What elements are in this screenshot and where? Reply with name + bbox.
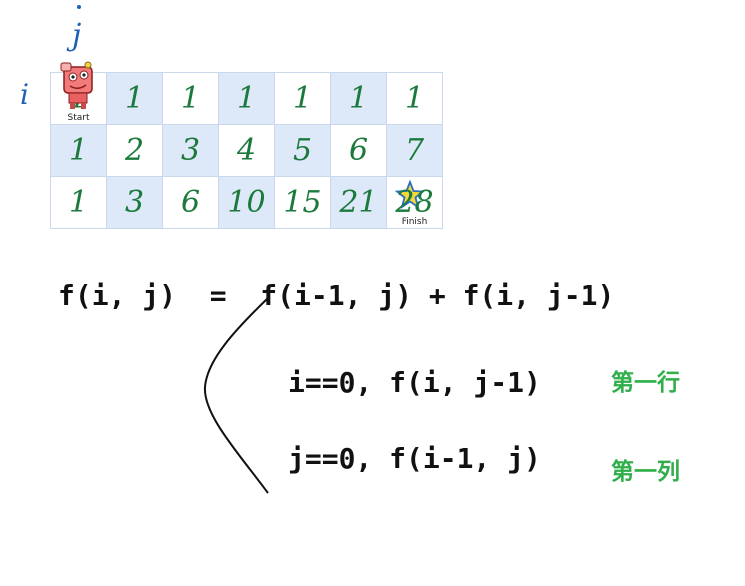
grid-cell-2-4: 15 (275, 177, 331, 229)
case-brace (203, 297, 269, 494)
grid-cell-2-0: 1 (51, 177, 107, 229)
cell-value: 2 (124, 133, 145, 168)
first-row-note: 第一行 (611, 370, 680, 396)
grid-cell-0-5: 1 (331, 73, 387, 125)
cell-value: 1 (124, 81, 145, 116)
i-axis-label: i (20, 78, 29, 111)
grid-cell-2-5: 21 (331, 177, 387, 229)
grid-cell-0-4: 1 (275, 73, 331, 125)
cell-value: 7 (404, 133, 425, 168)
first-col-rule: j==0, f(i-1, j) (288, 442, 541, 475)
cell-value: 1 (68, 133, 89, 168)
grid-cell-1-2: 3 (163, 125, 219, 177)
first-col-note: 第一列 (611, 459, 680, 485)
grid-cell-0-3: 1 (219, 73, 275, 125)
cell-value: 1 (236, 81, 257, 116)
grid-cell-0-2: 1 (163, 73, 219, 125)
grid-cell-2-1: 3 (107, 177, 163, 229)
grid-cell-0-0: 1 Start (51, 61, 107, 125)
cell-value: 1 (404, 81, 425, 116)
start-label: Start (67, 113, 90, 123)
cell-value: 5 (292, 133, 313, 168)
cell-value: 3 (124, 185, 145, 220)
grid-cell-2-2: 6 (163, 177, 219, 229)
cell-value: 28 (395, 185, 434, 220)
cell-value: 1 (68, 185, 89, 220)
cell-value: 21 (339, 185, 378, 220)
grid-cell-1-6: 7 (387, 125, 443, 177)
cell-value: 1 (180, 81, 201, 116)
cell-value: 6 (180, 185, 201, 220)
grid-cell-1-1: 2 (107, 125, 163, 177)
grid-cell-1-4: 5 (275, 125, 331, 177)
grid-cell-2-3: 10 (219, 177, 275, 229)
grid-cell-2-6: 28 Finish (387, 177, 443, 229)
robot-icon (60, 61, 93, 109)
j-label-dot (77, 5, 81, 9)
grid-cell-1-3: 4 (219, 125, 275, 177)
grid-cell-0-6: 1 (387, 73, 443, 125)
cell-value: 10 (227, 185, 266, 220)
cell-value: 3 (180, 133, 201, 168)
cell-value: 6 (348, 133, 369, 168)
grid-cell-1-5: 6 (331, 125, 387, 177)
j-axis-label: j (72, 18, 82, 53)
grid-cell-1-0: 1 (51, 125, 107, 177)
first-row-rule: i==0, f(i, j-1) (288, 366, 541, 399)
recurrence-formula: f(i, j) = f(i-1, j) + f(i, j-1) (58, 279, 615, 312)
cell-value: 1 (292, 81, 313, 116)
finish-label: Finish (401, 217, 428, 227)
star-icon (395, 180, 425, 210)
grid-cell-0-1: 1 (107, 73, 163, 125)
path-grid: 1 Start 1 1 1 1 1 1 1 2 3 4 5 6 7 1 3 6 … (50, 61, 443, 229)
cell-value: 15 (283, 185, 322, 220)
cell-value: 4 (236, 133, 257, 168)
cell-value: 1 (348, 81, 369, 116)
